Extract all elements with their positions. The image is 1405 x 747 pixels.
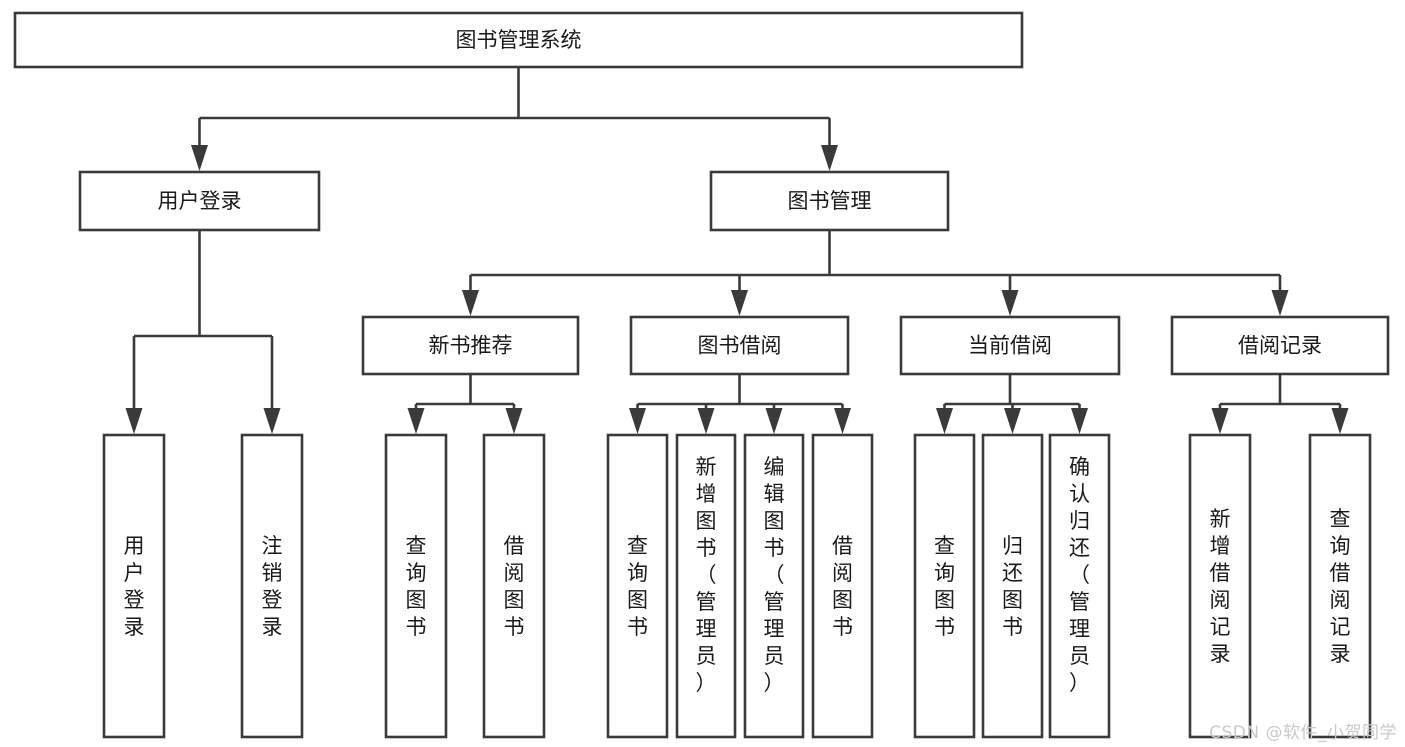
node-box[interactable]: [811, 433, 874, 739]
node-book-borrow[interactable]: 图书借阅: [629, 315, 850, 376]
node-layer: 图书管理系统用户登录图书管理新书推荐图书借阅当前借阅借阅记录用户登录注销登录查询…: [13, 11, 1390, 739]
edge-group-borrow-record: [1211, 374, 1349, 434]
node-label: 图书管理系统: [456, 28, 582, 52]
node-box[interactable]: [482, 433, 546, 739]
node-leaf-query-book-1[interactable]: 查询图书: [384, 433, 448, 739]
node-label: 新增借阅记录: [1210, 507, 1231, 666]
arrow-head-icon: [191, 145, 208, 171]
node-label: 当前借阅: [968, 334, 1052, 358]
node-leaf-add-record[interactable]: 新增借阅记录: [1188, 433, 1252, 739]
node-box[interactable]: [240, 433, 304, 739]
node-leaf-confirm-return[interactable]: 确认归还（管理员）: [1048, 433, 1111, 739]
node-label: 注销登录: [262, 534, 283, 639]
node-label: 查询图书: [406, 534, 427, 639]
node-box[interactable]: [709, 170, 950, 232]
node-leaf-query-book-2[interactable]: 查询图书: [606, 433, 669, 739]
node-label: 借阅图书: [832, 534, 853, 639]
node-label: 图书借阅: [698, 334, 782, 358]
node-label: 借阅记录: [1238, 334, 1322, 358]
node-box[interactable]: [78, 170, 321, 232]
node-box[interactable]: [13, 11, 1024, 69]
node-label: 借阅图书: [504, 534, 525, 639]
node-box[interactable]: [102, 433, 166, 739]
arrow-head-icon: [1331, 408, 1349, 434]
arrow-head-icon: [1004, 408, 1021, 434]
node-leaf-return-book[interactable]: 归还图书: [981, 433, 1044, 739]
arrow-head-icon: [731, 290, 748, 316]
arrow-head-icon: [1271, 290, 1289, 316]
node-leaf-borrow-book-1[interactable]: 借阅图书: [482, 433, 546, 739]
node-box[interactable]: [981, 433, 1044, 739]
edge-group-book-borrow: [629, 374, 851, 434]
edge-group-root: [191, 67, 838, 171]
node-label: 图书管理: [788, 189, 872, 213]
node-leaf-query-record[interactable]: 查询借阅记录: [1308, 433, 1372, 739]
node-book-manage[interactable]: 图书管理: [709, 170, 950, 232]
node-box[interactable]: [743, 433, 805, 739]
arrow-head-icon: [1001, 290, 1019, 316]
arrow-head-icon: [821, 145, 838, 171]
arrow-head-icon: [462, 290, 479, 316]
arrow-head-icon: [629, 408, 646, 434]
node-new-book-rec[interactable]: 新书推荐: [361, 315, 580, 376]
node-leaf-query-book-3[interactable]: 查询图书: [913, 433, 976, 739]
arrow-head-icon: [505, 408, 523, 434]
arrow-head-icon: [697, 408, 715, 434]
node-box[interactable]: [1170, 315, 1390, 376]
node-box[interactable]: [899, 315, 1121, 376]
arrow-head-icon: [936, 408, 953, 434]
node-box[interactable]: [675, 433, 737, 739]
watermark-label: CSDN @软件_小贺同学: [1209, 723, 1397, 743]
arrow-head-icon: [765, 408, 783, 434]
node-leaf-logout[interactable]: 注销登录: [240, 433, 304, 739]
node-label: 新书推荐: [429, 334, 513, 358]
node-label: 归还图书: [1002, 534, 1023, 639]
node-label: 新增图书（管理员）: [696, 455, 717, 695]
arrow-head-icon: [407, 408, 425, 434]
node-current-borrow[interactable]: 当前借阅: [899, 315, 1121, 376]
arrow-head-icon: [1071, 408, 1088, 434]
node-leaf-add-book[interactable]: 新增图书（管理员）: [675, 433, 737, 739]
node-label: 用户登录: [158, 189, 242, 213]
node-leaf-borrow-book-2[interactable]: 借阅图书: [811, 433, 874, 739]
edge-group-user-login: [125, 230, 281, 434]
node-box[interactable]: [1308, 433, 1372, 739]
node-label: 编辑图书（管理员）: [764, 455, 785, 695]
node-box[interactable]: [1048, 433, 1111, 739]
node-label: 查询借阅记录: [1330, 507, 1351, 666]
node-borrow-record[interactable]: 借阅记录: [1170, 315, 1390, 376]
node-root[interactable]: 图书管理系统: [13, 11, 1024, 69]
node-box[interactable]: [1188, 433, 1252, 739]
node-box[interactable]: [606, 433, 669, 739]
edge-group-book-manage: [462, 230, 1289, 316]
node-box[interactable]: [361, 315, 580, 376]
edge-group-new-book-rec: [407, 374, 523, 434]
node-box[interactable]: [629, 315, 850, 376]
edge-group-current-borrow: [936, 374, 1088, 434]
node-user-login[interactable]: 用户登录: [78, 170, 321, 232]
node-box[interactable]: [384, 433, 448, 739]
edge-layer: [125, 67, 1349, 434]
node-label: 查询图书: [934, 534, 955, 639]
arrow-head-icon: [1211, 408, 1229, 434]
node-leaf-edit-book[interactable]: 编辑图书（管理员）: [743, 433, 805, 739]
node-box[interactable]: [913, 433, 976, 739]
arrow-head-icon: [834, 408, 851, 434]
node-label: 确认归还（管理员）: [1069, 455, 1090, 695]
node-leaf-user-login[interactable]: 用户登录: [102, 433, 166, 739]
node-label: 用户登录: [124, 534, 145, 639]
arrow-head-icon: [125, 408, 143, 434]
node-label: 查询图书: [627, 534, 648, 639]
arrow-head-icon: [263, 408, 281, 434]
